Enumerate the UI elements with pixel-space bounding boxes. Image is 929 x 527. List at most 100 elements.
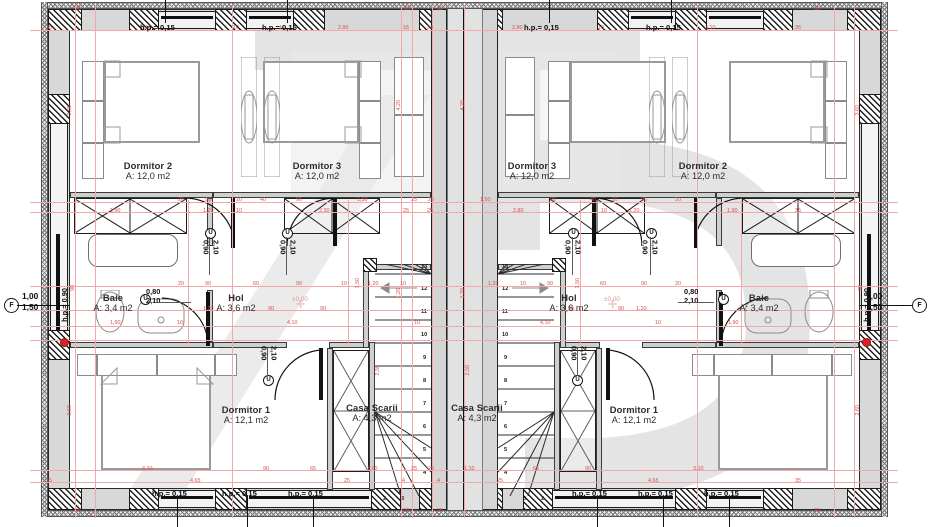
headboard [772, 354, 832, 376]
door-dim-hol-right-2: 0,90 [563, 240, 573, 255]
nightstand [359, 61, 381, 101]
exterior-insulation-right [881, 2, 888, 517]
interior-wall [554, 342, 560, 490]
interior-wall [363, 264, 369, 348]
window-label-top-4: h.p.= 0,15 [646, 23, 681, 32]
wall-pier [215, 488, 247, 510]
window-bottom-4 [707, 490, 763, 508]
elevation-marker-left: ±0,00 [292, 296, 308, 303]
bed-dormitor1-right [718, 368, 828, 470]
wall-pier [763, 9, 793, 31]
room-label-casascarii-right: Casa Scarii A: 4,3 m2 [451, 402, 503, 424]
wall-pier [847, 9, 881, 31]
headboard [157, 354, 215, 376]
window-left-side [50, 124, 68, 330]
elevation-marker-right: ±0,00 [604, 296, 620, 303]
bed-dormitor1-left [101, 368, 211, 470]
window-label-bottom-1: h.p.= 0,15 [152, 489, 187, 498]
room-label-dormitor3-left: Dormitor 3 A: 12,0 m2 [292, 160, 342, 182]
door-mark-icon: U [572, 375, 583, 386]
wall-pier [523, 488, 553, 510]
window-label-top-1: h.p.= 0,15 [140, 23, 175, 32]
interior-wall [70, 192, 213, 198]
window-label-bottom-2: h.p.= 0,15 [222, 489, 257, 498]
wall-pier [293, 9, 325, 31]
room-label-dormitor1-right: Dormitor 1 A: 12,1 m2 [609, 404, 659, 426]
interior-wall [498, 192, 716, 198]
nightstand [82, 101, 104, 143]
door-dim-hol-right-1b: 2,10 [650, 240, 660, 255]
window-label-bottom-6: h.p.= 0,15 [704, 489, 739, 498]
interior-wall [716, 198, 722, 246]
interior-wall [327, 348, 333, 490]
party-wall-joint [462, 9, 465, 510]
closet [394, 115, 424, 177]
closet [505, 115, 535, 177]
wall-pier [552, 258, 566, 272]
interior-wall [596, 348, 602, 490]
room-label-dormitor1-left: Dormitor 1 A: 12,1 m2 [221, 404, 271, 426]
window-top-2 [247, 11, 293, 29]
nightstand [77, 354, 97, 376]
door-dim-dorm1-leftb: 2,10 [269, 346, 279, 361]
window-bottom-1 [159, 490, 215, 508]
window-label-bottom-5: h.p.= 0,15 [638, 489, 673, 498]
elevation-cross-icon: ✛ [296, 299, 306, 311]
nightstand [215, 354, 237, 376]
nightstand [359, 101, 381, 143]
door-mark-icon: U [140, 294, 151, 305]
window-bottom-3 [553, 490, 675, 508]
room-label-baie-right: Baie A: 3,4 m2 [739, 292, 779, 314]
door-dim-hol-right-2b: 2,10 [573, 240, 583, 255]
headboard [97, 354, 157, 376]
closet-dormitor1-left [333, 350, 369, 472]
door-mark-icon: U [568, 228, 579, 239]
room-label-hol-right: Hol A: 3,6 m2 [549, 292, 589, 314]
dresser [548, 143, 570, 179]
nightstand [548, 101, 570, 143]
wardrobe-dormitor2-left [74, 198, 187, 234]
dresser [82, 143, 104, 179]
nightstand [82, 61, 104, 101]
wall-pier [48, 94, 70, 124]
door-dim-hol-left-1b: 2,10 [211, 240, 221, 255]
wall-pier [363, 258, 377, 272]
interior-wall [207, 198, 213, 246]
dresser [359, 143, 381, 179]
wall-pier [763, 488, 793, 510]
reference-point-right [862, 338, 871, 347]
interior-wall [213, 342, 287, 348]
party-wall-right [482, 9, 498, 510]
wall-pier [129, 488, 159, 510]
wall-pier [48, 330, 70, 360]
window-right-side [861, 124, 879, 330]
interior-wall [70, 342, 213, 348]
window-top-1 [159, 11, 215, 29]
nightstand [548, 61, 570, 101]
wall-pier [371, 488, 401, 510]
headboard [714, 354, 772, 376]
door-dim-hol-left-2: 0,90 [278, 240, 288, 255]
nightstand [825, 61, 847, 101]
nightstand [692, 354, 714, 376]
window-label-bottom-4: h.p.= 0,15 [572, 489, 607, 498]
wall-pier [675, 488, 707, 510]
interior-wall [642, 342, 716, 348]
interior-wall [716, 192, 859, 198]
wall-pier [48, 9, 82, 31]
room-label-dormitor2-right: Dormitor 2 A: 12,0 m2 [678, 160, 728, 182]
interior-wall [716, 342, 859, 348]
door-dim-dorm1-rightb: 2,10 [579, 346, 589, 361]
nightstand [832, 354, 852, 376]
wall-pier [847, 488, 881, 510]
window-top-4 [707, 11, 763, 29]
window-bottom-2 [247, 490, 371, 508]
closet [505, 57, 535, 115]
door-mark-icon: U [646, 228, 657, 239]
room-label-dormitor3-right: Dormitor 3 A: 12,0 m2 [507, 160, 557, 182]
room-label-baie-left: Baie A: 3,4 m2 [93, 292, 133, 314]
